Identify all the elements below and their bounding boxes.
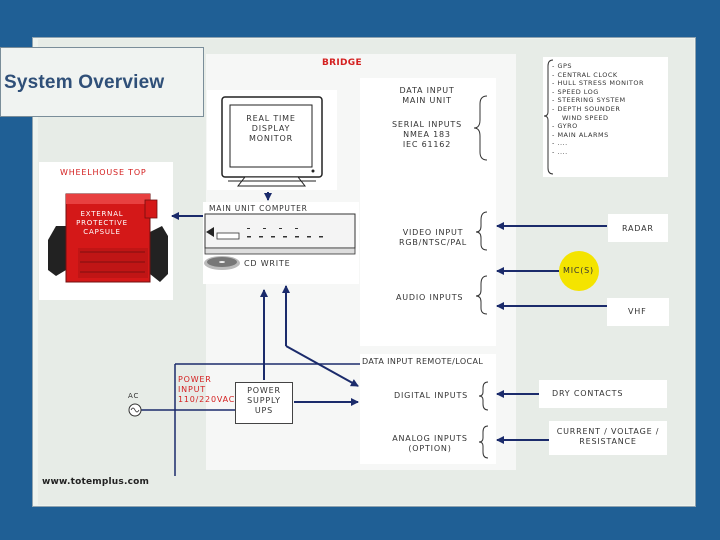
video-input-line-2: RGB/NTSC/PAL — [398, 238, 467, 247]
serial-item: - HULL STRESS MONITOR — [552, 79, 645, 88]
ac-source-icon — [128, 403, 142, 417]
data-input-main-label: DATA INPUT MAIN UNIT — [372, 86, 482, 106]
serial-devices-list: - GPS - CENTRAL CLOCK - HULL STRESS MONI… — [552, 62, 644, 157]
page-title: System Overview — [4, 72, 165, 93]
cd-write-label: CD WRITE — [244, 259, 291, 268]
analog-inputs-line-2: (OPTION) — [408, 444, 452, 453]
serial-item: - GYRO — [552, 122, 578, 131]
monitor-line-1: REAL TIME — [246, 114, 296, 123]
power-input-label: POWER INPUT 110/220VAC — [178, 375, 235, 405]
serial-devices-box — [543, 57, 668, 177]
serial-item: - GPS — [552, 62, 573, 70]
serial-inputs-line-2: NMEA 183 — [403, 130, 451, 139]
power-supply-label: POWER SUPPLY UPS — [235, 386, 293, 416]
serial-inputs-line-1: SERIAL INPUTS — [392, 120, 462, 129]
serial-inputs-line-3: IEC 61162 — [402, 140, 452, 149]
brace-icons — [473, 59, 554, 459]
power-supply-line-1: POWER — [247, 386, 281, 395]
monitor-line-2: DISPLAY — [251, 124, 291, 133]
dry-contacts-box — [539, 380, 667, 408]
capsule-line-2: PROTECTIVE — [76, 219, 128, 227]
title-box — [0, 47, 204, 117]
power-input-line-3: 110/220VAC — [178, 395, 236, 404]
power-supply-line-2: SUPPLY — [247, 396, 281, 405]
analog-inputs-label: ANALOG INPUTS (OPTION) — [380, 434, 480, 454]
audio-inputs-label: AUDIO INPUTS — [396, 293, 464, 302]
main-unit-computer-label: MAIN UNIT COMPUTER — [209, 204, 308, 213]
power-supply-line-3: UPS — [254, 406, 274, 415]
connection-lines — [171, 192, 607, 444]
power-input-line-2: INPUT — [178, 385, 206, 394]
current-voltage-label: CURRENT / VOLTAGE / RESISTANCE — [551, 427, 665, 447]
computer-icon — [204, 213, 356, 255]
serial-item: - SPEED LOG — [552, 87, 599, 96]
serial-item: WIND SPEED — [562, 113, 609, 122]
radar-label: RADAR — [622, 224, 654, 233]
capsule-line-3: CAPSULE — [83, 228, 121, 236]
video-input-line-1: VIDEO INPUT — [402, 228, 464, 237]
bridge-label: BRIDGE — [322, 58, 362, 68]
mics-label: MIC(S) — [563, 266, 594, 275]
data-input-line-2: MAIN UNIT — [402, 96, 452, 105]
current-voltage-box — [549, 421, 667, 455]
data-input-remote-label: DATA INPUT REMOTE/LOCAL — [362, 357, 484, 366]
capsule-line-1: EXTERNAL — [80, 210, 124, 218]
current-voltage-line-2: RESISTANCE — [579, 437, 637, 446]
radar-box — [608, 214, 668, 242]
vhf-box — [607, 298, 669, 326]
capsule-icon — [48, 193, 168, 283]
website-label: www.totemplus.com — [42, 477, 150, 487]
analog-inputs-line-1: ANALOG INPUTS — [392, 434, 468, 443]
data-input-remote-box — [360, 354, 496, 464]
serial-item: - DEPTH SOUNDER — [552, 104, 621, 113]
cd-icon — [204, 256, 240, 270]
serial-inputs-label: SERIAL INPUTS NMEA 183 IEC 61162 — [372, 120, 482, 150]
monitor-label: REAL TIME DISPLAY MONITOR — [230, 114, 312, 144]
monitor-icon — [221, 96, 323, 187]
serial-item: - CENTRAL CLOCK — [552, 70, 618, 79]
data-input-line-1: DATA INPUT — [399, 86, 455, 95]
data-input-main-box — [360, 78, 496, 346]
vhf-label: VHF — [628, 307, 647, 316]
mic-icon — [559, 251, 599, 291]
power-supply-box — [235, 382, 293, 424]
serial-item: - MAIN ALARMS — [552, 130, 609, 139]
ac-label: AC — [128, 392, 140, 400]
power-input-line-1: POWER — [178, 375, 212, 384]
dry-contacts-label: DRY CONTACTS — [552, 389, 624, 398]
wheelhouse-label: WHEELHOUSE TOP — [60, 168, 147, 177]
serial-item: - STEERING SYSTEM — [552, 96, 626, 105]
capsule-label: EXTERNAL PROTECTIVE CAPSULE — [70, 210, 134, 237]
power-lines — [140, 363, 360, 476]
video-input-label: VIDEO INPUT RGB/NTSC/PAL — [378, 228, 488, 248]
current-voltage-line-1: CURRENT / VOLTAGE / — [556, 427, 660, 436]
serial-item: - .... — [552, 147, 568, 156]
serial-item: - .... — [552, 139, 568, 148]
digital-inputs-label: DIGITAL INPUTS — [394, 391, 469, 400]
monitor-line-3: MONITOR — [249, 134, 293, 143]
